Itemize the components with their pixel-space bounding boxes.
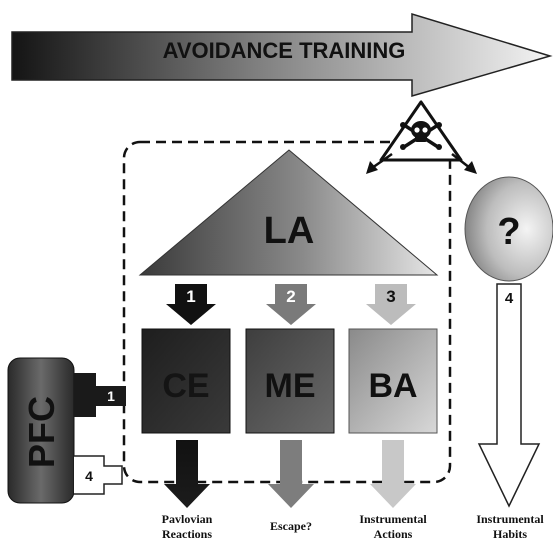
habits-output-label-line1: Instrumental	[476, 512, 544, 526]
medial-amygdala-box: ME	[245, 328, 335, 434]
banner-label: AVOIDANCE TRAINING	[163, 38, 406, 63]
ce-label: CE	[162, 367, 209, 405]
avoidance-training-arrow: AVOIDANCE TRAINING	[11, 12, 553, 97]
warning-arrows	[366, 152, 477, 174]
pfc-label: PFC	[21, 396, 62, 468]
ba-output-label-line1: Instrumental	[359, 512, 427, 526]
pathway-arrow-1: 1	[166, 284, 216, 325]
prefrontal-cortex-block: PFC	[7, 357, 75, 504]
me-output-label: Escape?	[270, 519, 312, 533]
ba-label: BA	[368, 367, 417, 405]
pathway-number-1: 1	[186, 287, 195, 306]
pfc-connector-4: 4	[74, 455, 123, 495]
pathway-arrow-2: 2	[266, 284, 316, 325]
ce-output-label-line1: Pavlovian	[162, 512, 213, 526]
lateral-amygdala-triangle: LA	[138, 149, 439, 276]
me-output-arrow	[268, 440, 314, 508]
unknown-label: ?	[497, 211, 520, 253]
amygdala-boundary	[122, 140, 452, 484]
habits-pathway-arrow-4: 4	[477, 283, 541, 508]
ba-output-arrow	[370, 440, 416, 508]
ce-output-label-line2: Reactions	[162, 527, 212, 541]
central-amygdala-box: CE	[141, 328, 231, 434]
pathway-number-2: 2	[286, 287, 295, 306]
la-label: LA	[264, 210, 315, 252]
pathway-arrow-3: 3	[366, 284, 416, 325]
pfc-connector-number-4: 4	[85, 468, 93, 484]
ce-output-arrow	[164, 440, 210, 508]
pfc-connector-number-1: 1	[107, 388, 115, 404]
unknown-structure-circle: ?	[464, 176, 553, 282]
pathway-number-4: 4	[505, 290, 514, 307]
habits-output-label-line2: Habits	[493, 527, 527, 541]
basal-amygdala-box: BA	[348, 328, 438, 434]
pfc-connector-1: 1	[74, 373, 126, 417]
me-label: ME	[265, 367, 316, 405]
skull-crossbones-warning-icon	[379, 100, 463, 162]
ba-output-label-line2: Actions	[374, 527, 413, 541]
pathway-number-3: 3	[386, 287, 395, 306]
